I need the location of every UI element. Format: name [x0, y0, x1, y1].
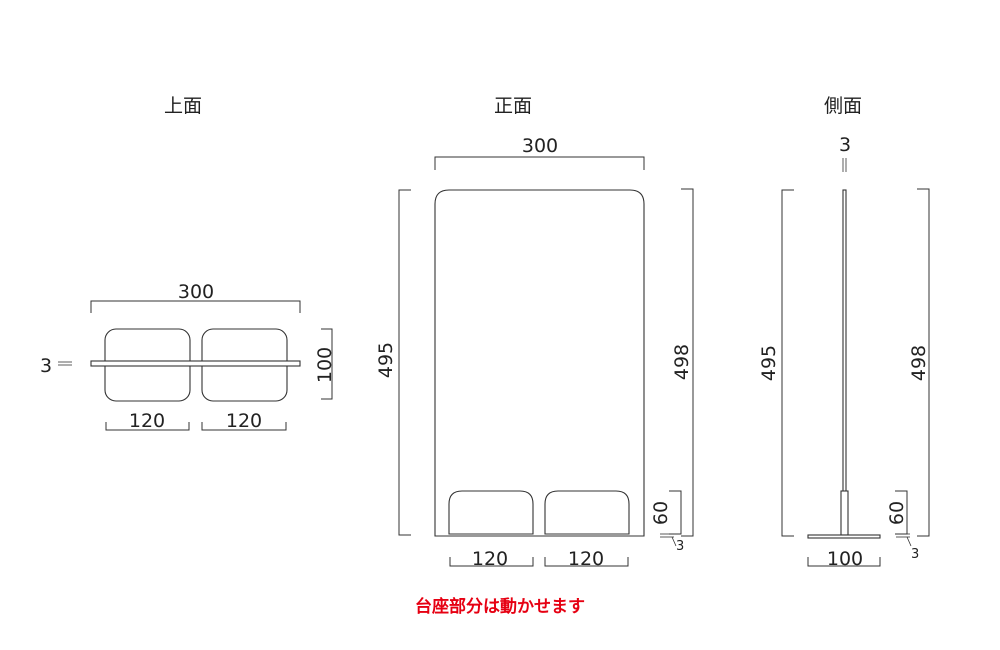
front-panel-height-label: 495 [375, 342, 397, 378]
top-thickness-label: 3 [40, 355, 52, 377]
side-base-depth-dimension-line [807, 557, 881, 567]
front-width-dimension-line [434, 156, 645, 170]
front-panel-height-dimension-line [398, 189, 411, 536]
top-view-title: 上面 [164, 95, 202, 117]
front-gap-leader [671, 536, 677, 547]
top-depth-label: 100 [314, 347, 336, 383]
front-base-left-dimension-line [449, 557, 534, 567]
side-base-stem [840, 490, 849, 536]
front-base-height-dimension-line [669, 490, 682, 535]
top-width-dimension-line [90, 300, 301, 313]
side-gap-leader [906, 536, 912, 547]
side-total-height-label: 498 [908, 345, 930, 381]
front-total-height-dimension-line [681, 188, 694, 537]
top-base-right-label: 120 [226, 410, 262, 432]
front-base-left [448, 490, 534, 535]
front-base-height-label: 60 [650, 501, 672, 525]
front-width-label: 300 [522, 135, 558, 157]
front-gap-label: 3 [676, 539, 684, 554]
side-panel [842, 189, 847, 536]
side-view: 側面 3 495 498 60 3 100 [758, 95, 930, 570]
top-base-left-label: 120 [129, 410, 165, 432]
side-total-height-dimension-line [917, 188, 930, 537]
front-base-right-label: 120 [568, 548, 604, 570]
top-base-right-dimension-line [201, 422, 287, 431]
side-base-depth-label: 100 [827, 548, 863, 570]
side-thickness-label: 3 [839, 134, 851, 156]
side-panel-height-dimension-line [781, 189, 794, 537]
side-view-title: 側面 [824, 95, 862, 117]
front-base-right [544, 490, 630, 535]
side-base-foot [807, 534, 881, 539]
side-base-height-label: 60 [886, 501, 908, 525]
top-depth-dimension-line [321, 328, 333, 400]
side-panel-height-label: 495 [758, 345, 780, 381]
side-gap-label: 3 [911, 547, 919, 562]
front-total-height-label: 498 [671, 344, 693, 380]
movable-base-note: 台座部分は動かせます [415, 597, 585, 617]
front-panel [434, 189, 645, 537]
front-base-left-label: 120 [472, 548, 508, 570]
top-view: 上面 300 3 100 120 120 [40, 95, 336, 432]
front-view: 正面 300 495 498 60 3 120 120 [375, 95, 694, 570]
top-width-label: 300 [178, 281, 214, 303]
front-base-right-dimension-line [544, 557, 629, 567]
top-panel [90, 360, 301, 367]
top-base-left-dimension-line [105, 422, 190, 431]
front-view-title: 正面 [494, 95, 532, 117]
